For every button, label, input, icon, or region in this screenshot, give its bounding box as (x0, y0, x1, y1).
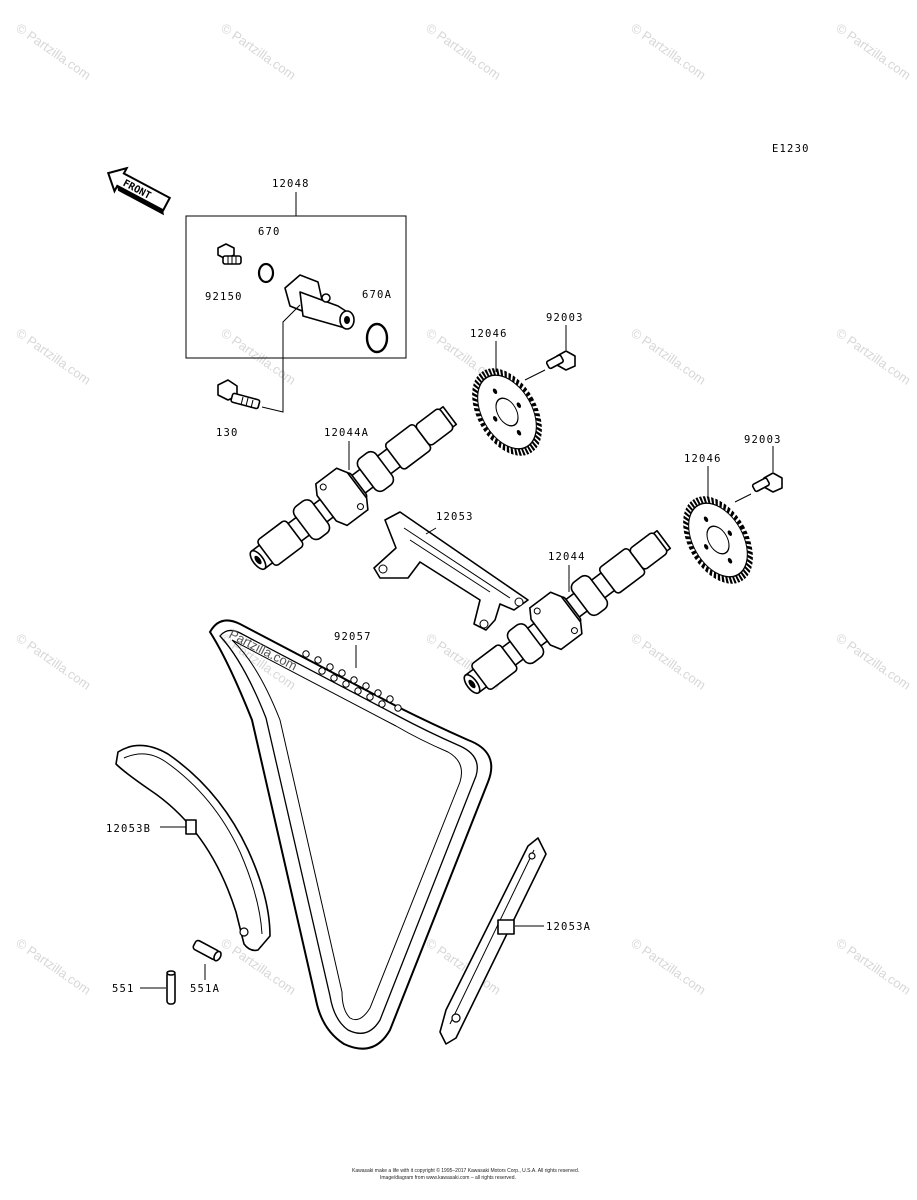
copyright-line-2: Image/diagram from www.kawasaki.com – al… (380, 1175, 516, 1181)
watermark: © Partzilla.com (628, 20, 708, 83)
part-label-551A[interactable]: 551A (190, 983, 220, 995)
dowel-pin-551A-icon (192, 939, 222, 962)
camshaft-12044A-icon (249, 405, 458, 571)
part-label-551[interactable]: 551 (112, 983, 135, 995)
watermark: © Partzilla.com (628, 630, 708, 693)
part-label-92057[interactable]: 92057 (334, 631, 372, 643)
chain-guide-12053-icon (373, 511, 529, 631)
watermark-layer: © Partzilla.com © Partzilla.com © Partzi… (13, 20, 913, 998)
watermark: © Partzilla.com (218, 325, 298, 388)
part-label-12053[interactable]: 12053 (436, 511, 474, 523)
part-label-12046-lower[interactable]: 12046 (684, 453, 722, 465)
watermark: © Partzilla.com (833, 630, 913, 693)
part-label-670A[interactable]: 670A (362, 289, 392, 301)
part-label-12053B[interactable]: 12053B (106, 823, 151, 835)
part-label-670[interactable]: 670 (258, 226, 281, 238)
watermark: © Partzilla.com (628, 325, 708, 388)
part-label-92003-upper[interactable]: 92003 (546, 312, 584, 324)
part-label-12044A[interactable]: 12044A (324, 427, 369, 439)
camshaft-12044-icon (463, 529, 672, 695)
chain-links-detail (302, 650, 402, 712)
sprocket-upper-icon (472, 368, 542, 456)
part-label-130[interactable]: 130 (216, 427, 239, 439)
watermark: © Partzilla.com (833, 325, 913, 388)
front-arrow-icon: FRONT (106, 166, 172, 216)
watermark: © Partzilla.com (13, 630, 93, 693)
chain-guide-12053B-icon (115, 744, 271, 952)
bolt-92150-icon (217, 243, 242, 265)
diagram-code: E1230 (772, 143, 810, 155)
o-ring-670-icon (257, 262, 275, 284)
part-label-12044[interactable]: 12044 (548, 551, 586, 563)
bolt-130-icon (217, 379, 261, 410)
watermark: © Partzilla.com (628, 935, 708, 998)
watermark: © Partzilla.com (218, 20, 298, 83)
watermark: © Partzilla.com (13, 325, 93, 388)
sprocket-lower-icon (683, 496, 753, 584)
part-label-92150[interactable]: 92150 (205, 291, 243, 303)
watermark: © Partzilla.com (423, 20, 503, 83)
tensioner-kit-group: 12048 92150 670 670A (185, 178, 407, 359)
cam-chain-92057-icon: Partzilla.com (208, 619, 493, 1050)
copyright-line-1: Kawasaki make a life with it copyright ©… (352, 1167, 579, 1174)
watermark: © Partzilla.com (833, 935, 913, 998)
part-label-12046-upper[interactable]: 12046 (470, 328, 508, 340)
bolt-92003-upper-icon (545, 350, 576, 371)
watermark: © Partzilla.com (13, 20, 93, 83)
part-label-92003-lower[interactable]: 92003 (744, 434, 782, 446)
tensioner-body-icon (284, 274, 355, 330)
chain-guide-12053A-icon (439, 837, 547, 1045)
o-ring-670A-icon (365, 322, 389, 354)
bolt-92003-lower-icon (751, 472, 783, 493)
part-label-12053A[interactable]: 12053A (546, 921, 591, 933)
watermark: © Partzilla.com (13, 935, 93, 998)
watermark: © Partzilla.com (833, 20, 913, 83)
pin-551-icon (166, 970, 176, 1005)
part-label-12048[interactable]: 12048 (272, 178, 310, 190)
